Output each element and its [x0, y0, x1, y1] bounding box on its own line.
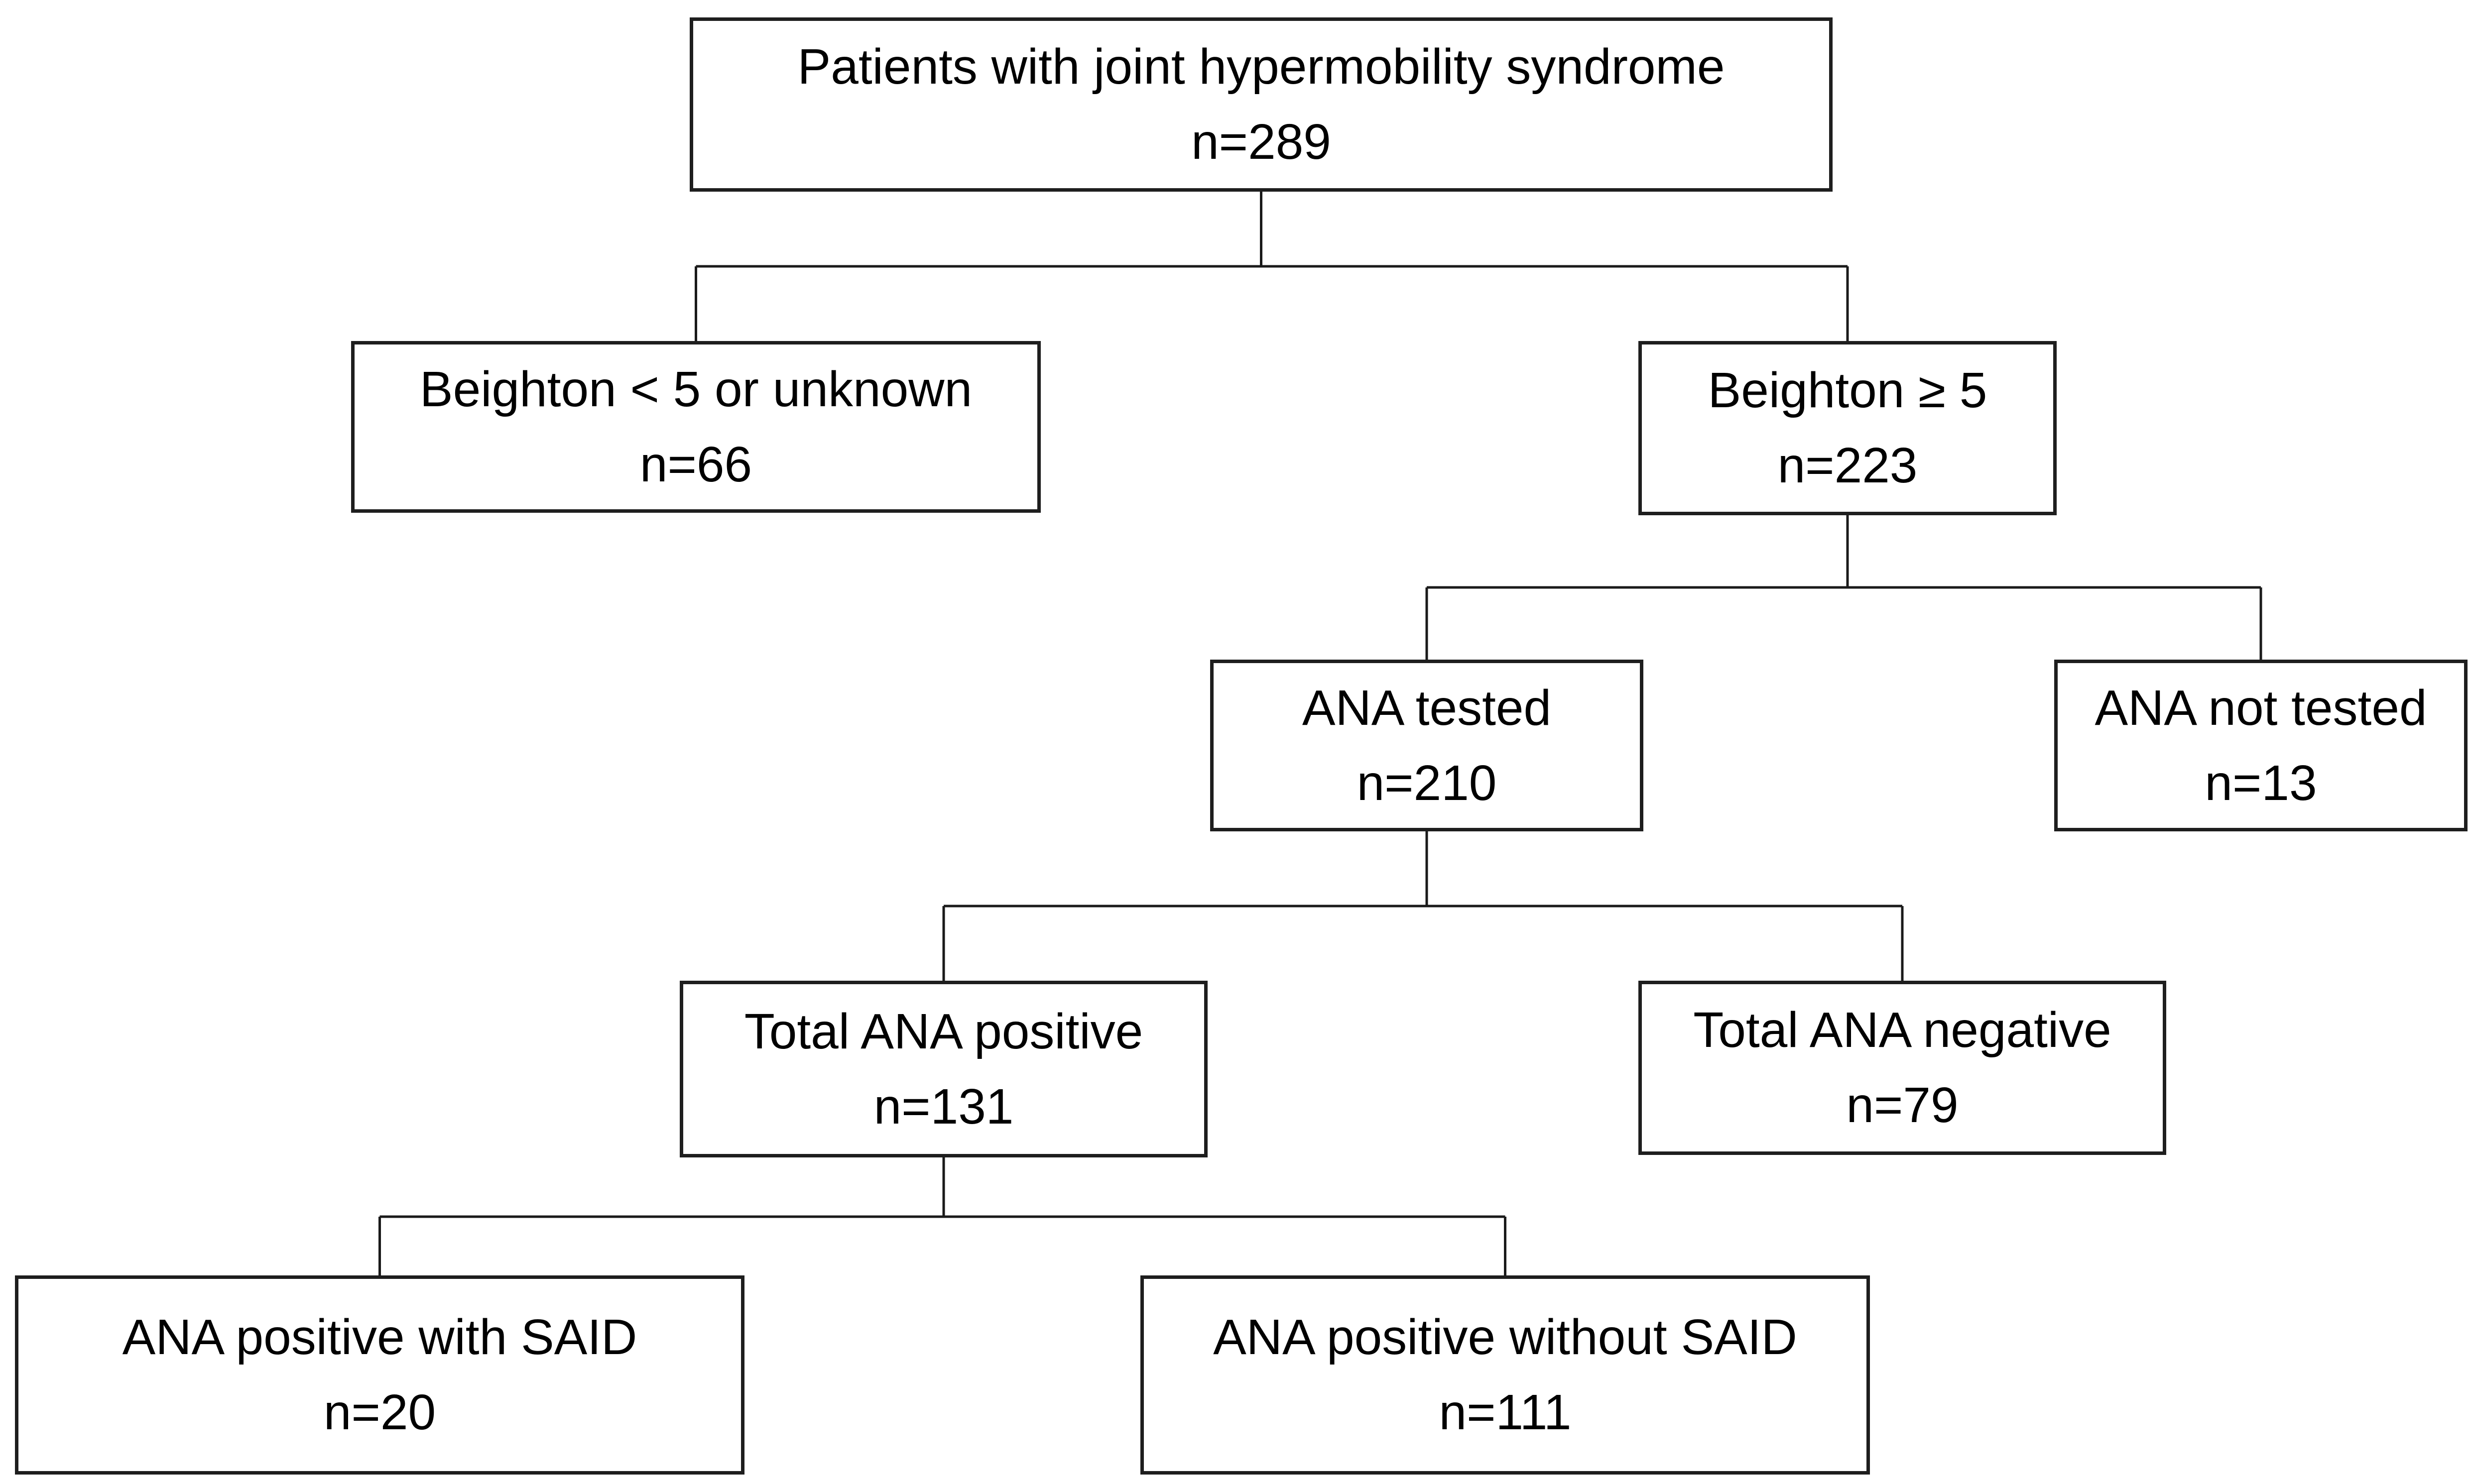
- node-label: Beighton < 5 or unknown: [419, 361, 973, 417]
- node-count: n=210: [1357, 755, 1497, 811]
- node-label: Beighton ≥ 5: [1708, 362, 1987, 418]
- flow-node-ana-positive-without-said: ANA positive without SAID n=111: [1140, 1275, 1870, 1475]
- node-count: n=66: [639, 436, 752, 492]
- node-count: n=13: [2205, 755, 2317, 811]
- node-count: n=289: [1191, 114, 1331, 170]
- flow-node-ana-tested: ANA tested n=210: [1210, 660, 1643, 831]
- node-label: ANA positive without SAID: [1213, 1309, 1797, 1365]
- flow-node-ana-positive-with-said: ANA positive with SAID n=20: [15, 1275, 744, 1475]
- flow-node-patients-jhs: Patients with joint hypermobility syndro…: [690, 17, 1833, 192]
- flow-node-beighton-high: Beighton ≥ 5 n=223: [1638, 341, 2057, 515]
- node-label: ANA not tested: [2095, 680, 2427, 736]
- node-label: Patients with joint hypermobility syndro…: [797, 39, 1725, 95]
- flow-node-beighton-low: Beighton < 5 or unknown n=66: [351, 341, 1041, 513]
- flow-node-total-ana-positive: Total ANA positive n=131: [680, 981, 1208, 1157]
- flow-node-ana-not-tested: ANA not tested n=13: [2054, 660, 2468, 831]
- node-count: n=111: [1439, 1384, 1572, 1440]
- node-label: ANA tested: [1302, 680, 1552, 736]
- node-count: n=131: [873, 1078, 1014, 1135]
- node-label: ANA positive with SAID: [122, 1309, 637, 1365]
- node-count: n=223: [1777, 438, 1918, 493]
- node-label: Total ANA negative: [1693, 1002, 2111, 1058]
- node-label: Total ANA positive: [744, 1003, 1143, 1059]
- node-count: n=79: [1846, 1077, 1959, 1133]
- flow-node-total-ana-negative: Total ANA negative n=79: [1638, 981, 2166, 1155]
- node-count: n=20: [323, 1384, 436, 1440]
